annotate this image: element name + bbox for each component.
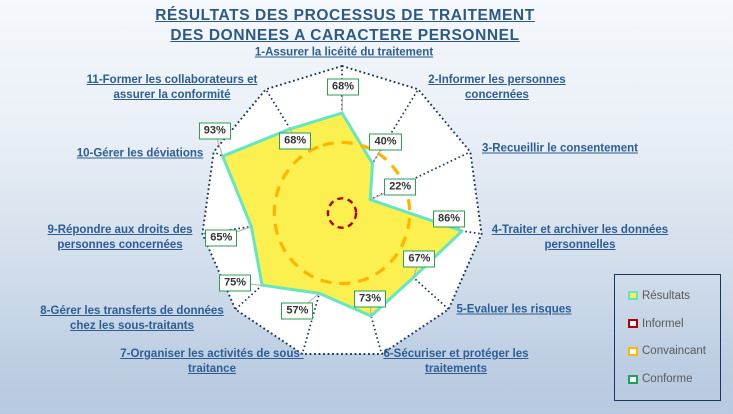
legend-item-label: Conforme <box>642 373 693 386</box>
resultats-series-area[interactable] <box>221 111 464 318</box>
informel-series-marker-icon <box>628 319 638 329</box>
chart-legend[interactable]: Résultats Informel Convaincant Conforme <box>614 274 721 401</box>
legend-item-label: Informel <box>642 317 684 330</box>
radar-spoke <box>341 88 419 214</box>
axis-label-1: 1-Assurer la licéité du traitement <box>254 46 434 59</box>
axis-label-8: 8-Gérer les transferts de données chez l… <box>40 305 224 332</box>
data-label-axis-5[interactable]: 67% <box>403 250 436 268</box>
legend-item-informel[interactable]: Informel <box>628 318 720 330</box>
resultats-series-marker-icon <box>628 291 638 301</box>
chart-title: RÉSULTATS DES PROCESSUS DE TRAITEMENT DE… <box>65 6 625 46</box>
data-label-axis-9[interactable]: 65% <box>205 229 238 247</box>
legend-item-resultats[interactable]: Résultats <box>628 290 720 302</box>
chart-title-line1: RÉSULTATS DES PROCESSUS DE TRAITEMENT <box>155 7 535 24</box>
data-label-axis-6[interactable]: 73% <box>353 290 386 308</box>
axis-label-2: 2-Informer les personnes concernées <box>428 74 566 101</box>
data-label-axis-4[interactable]: 86% <box>433 210 466 228</box>
axis-label-11: 11-Former les collaborateurs et assurer … <box>86 74 258 101</box>
data-label-axis-11[interactable]: 68% <box>279 132 312 150</box>
convaincant-threshold-ring[interactable] <box>272 140 412 286</box>
axis-label-7: 7-Organiser les activités de sous-traita… <box>120 348 304 375</box>
axis-label-3: 3-Recueillir le consentement <box>482 142 638 155</box>
legend-item-label: Résultats <box>642 289 690 302</box>
legend-item-label: Convaincant <box>642 345 706 358</box>
axis-label-10: 10-Gérer les déviations <box>76 147 204 160</box>
radar-spoke <box>265 88 343 214</box>
convaincant-series-marker-icon <box>628 346 638 356</box>
axis-label-5: 5-Evaluer les risques <box>456 303 572 316</box>
legend-item-conforme[interactable]: Conforme <box>628 373 720 385</box>
axis-label-9: 9-Répondre aux droits des personnes conc… <box>47 224 193 251</box>
axis-label-6: 6-Sécuriser et protéger les traitements <box>383 348 529 375</box>
data-label-axis-8[interactable]: 75% <box>219 274 252 292</box>
data-label-axis-2[interactable]: 40% <box>369 133 402 151</box>
chart-title-line2: DES DONNEES A CARACTERE PERSONNEL <box>170 27 520 44</box>
data-label-axis-7[interactable]: 57% <box>281 302 314 320</box>
axis-label-4: 4-Traiter et archiver les données person… <box>491 224 669 251</box>
legend-item-convaincant[interactable]: Convaincant <box>628 345 720 357</box>
data-label-axis-10[interactable]: 93% <box>198 122 231 140</box>
informel-threshold-ring[interactable] <box>326 197 358 229</box>
data-label-axis-1[interactable]: 68% <box>326 78 360 96</box>
data-label-axis-3[interactable]: 22% <box>384 178 417 196</box>
conforme-series-marker-icon <box>628 374 638 384</box>
